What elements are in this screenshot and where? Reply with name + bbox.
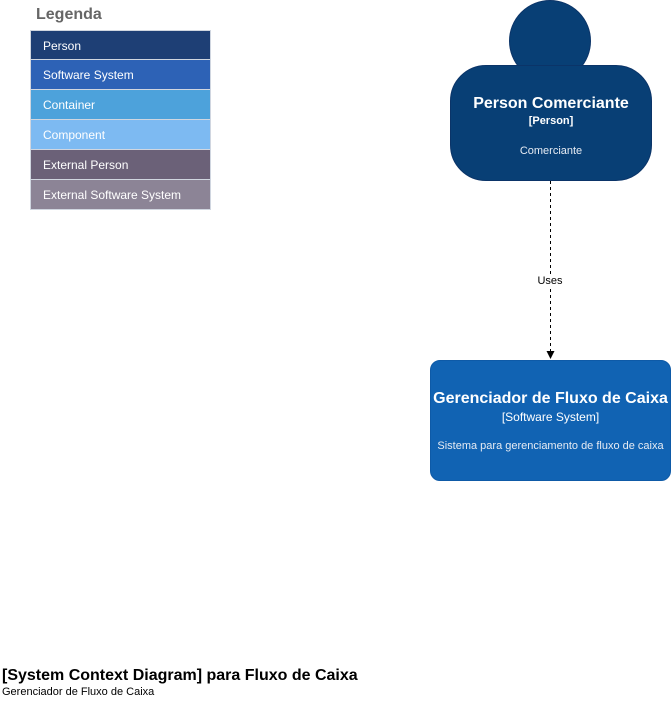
legend-item-external-person: External Person — [30, 150, 211, 180]
legend-item-external-software-system: External Software System — [30, 180, 211, 210]
relationship-label: Uses — [520, 275, 580, 287]
person-type: [Person] — [528, 115, 574, 127]
system-name: Gerenciador de Fluxo de Caixa — [433, 390, 668, 407]
legend-title: Legenda — [36, 6, 102, 23]
person-name: Person Comerciante — [473, 95, 629, 112]
system-type: [Software System] — [501, 410, 600, 424]
legend-item-person: Person — [30, 30, 211, 60]
diagram-title: [System Context Diagram] para Fluxo de C… — [2, 667, 358, 684]
diagram-subtitle: Gerenciador de Fluxo de Caixa — [2, 686, 155, 698]
software-system-node[interactable]: Gerenciador de Fluxo de Caixa [Software … — [430, 360, 671, 481]
legend: Person Software System Container Compone… — [30, 30, 211, 210]
person-node[interactable]: Person Comerciante [Person] Comerciante — [450, 65, 652, 181]
legend-item-software-system: Software System — [30, 60, 211, 90]
legend-item-component: Component — [30, 120, 211, 150]
system-description: Sistema para gerenciamento de fluxo de c… — [437, 440, 664, 452]
person-description: Comerciante — [519, 145, 583, 157]
legend-item-container: Container — [30, 90, 211, 120]
